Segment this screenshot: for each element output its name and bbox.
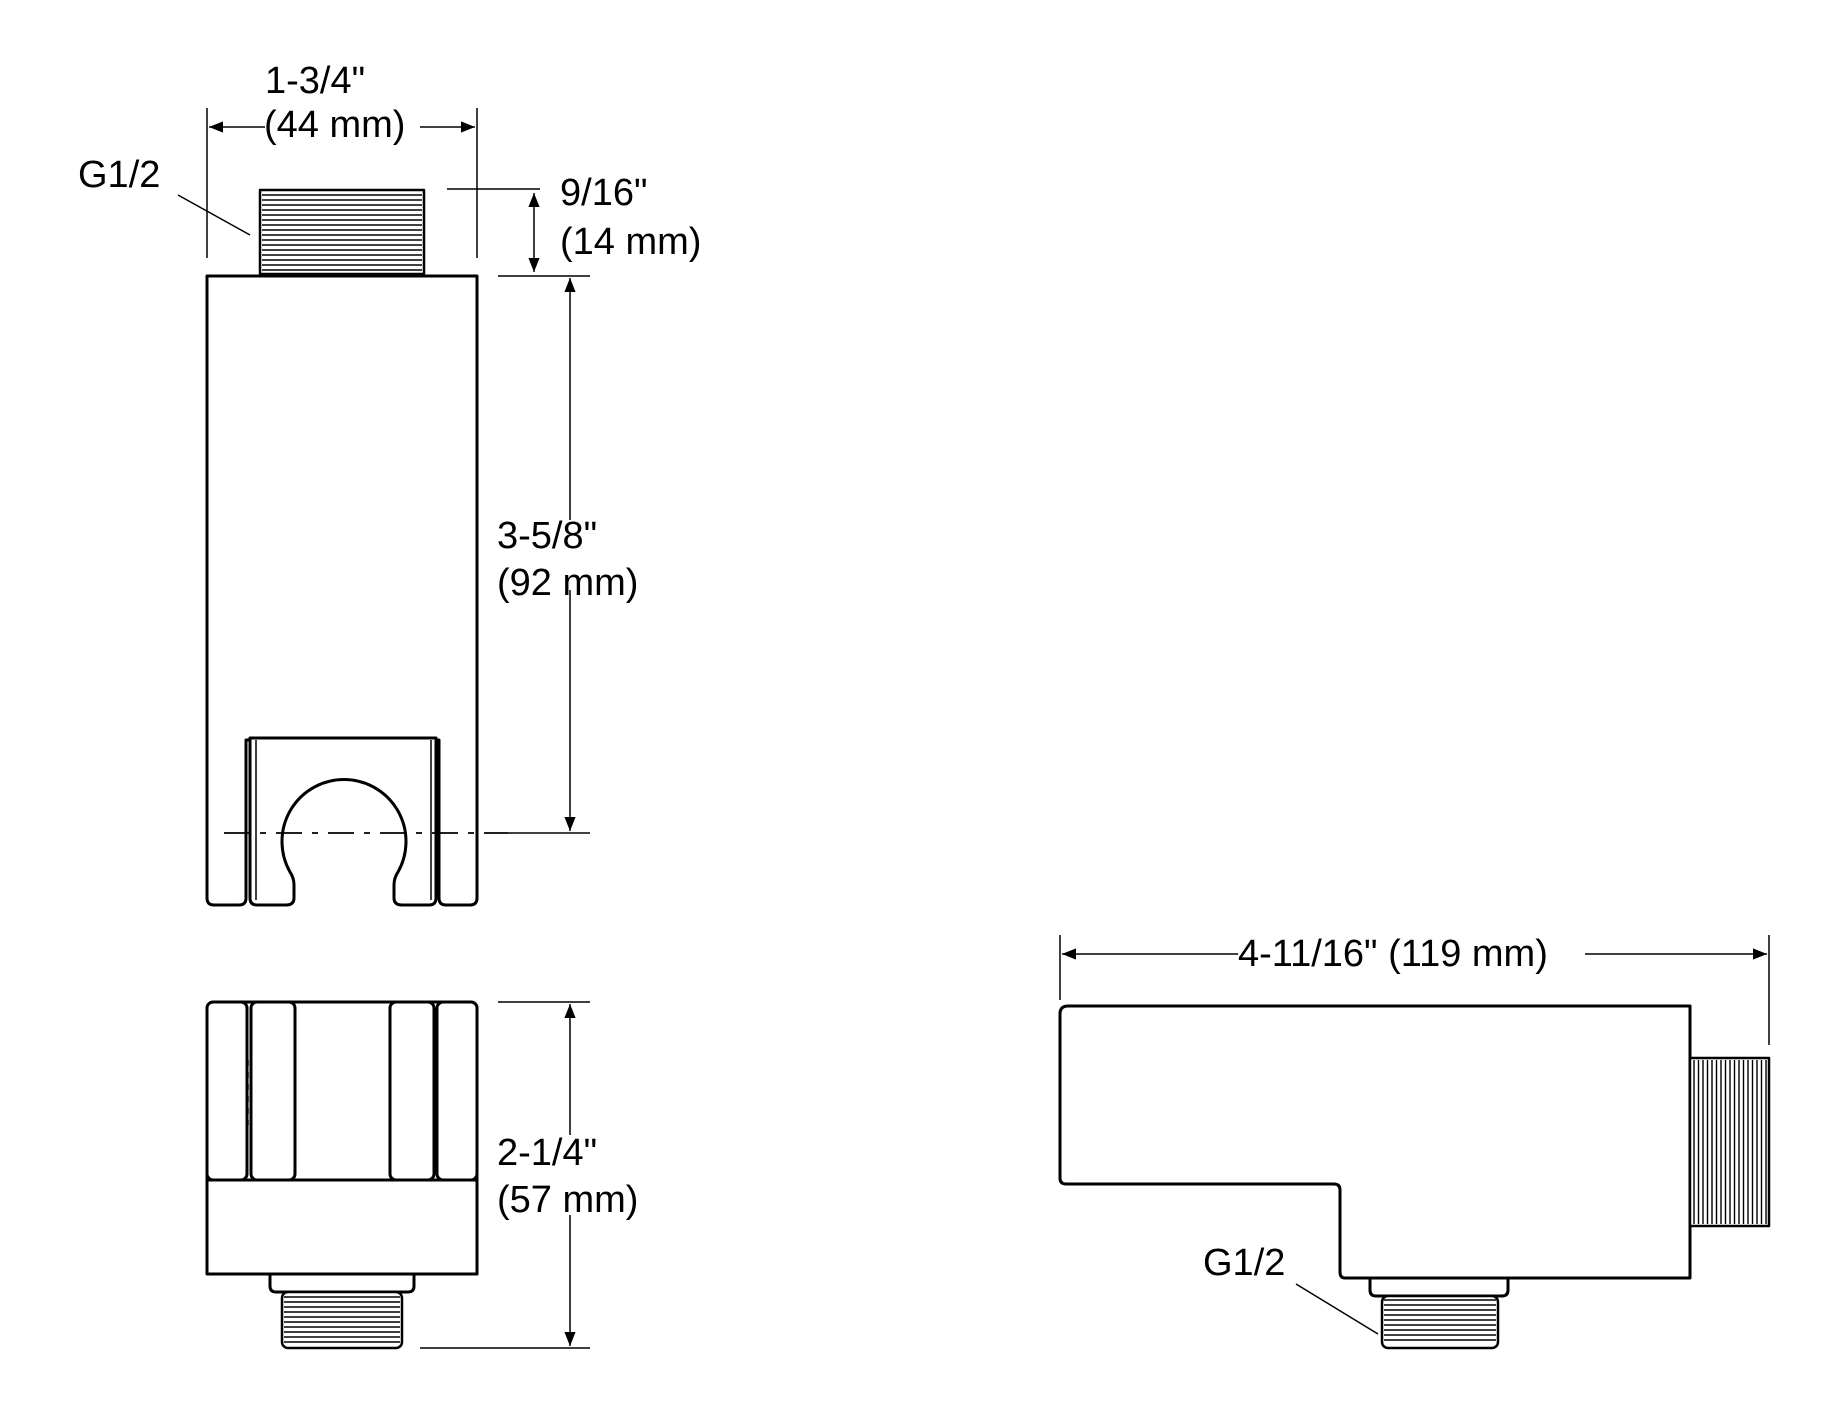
length-label: 4-11/16" (119 mm) bbox=[1238, 933, 1548, 975]
side-bottom-thread-lines bbox=[1384, 1299, 1496, 1341]
side-thread-lines bbox=[1693, 1060, 1767, 1224]
thread-label-front: G1/2 bbox=[78, 154, 160, 196]
bottom-thread-lines bbox=[284, 1296, 400, 1343]
thread-leader bbox=[177, 194, 251, 236]
bottom-height-inches-label: 2-1/4" bbox=[497, 1132, 597, 1174]
bottom-slot-left-outer bbox=[205, 1000, 249, 1182]
body-height-inches-label: 3-5/8" bbox=[497, 515, 597, 557]
holder-body bbox=[205, 274, 479, 907]
bottom-height-mm-label: (57 mm) bbox=[497, 1179, 638, 1221]
width-inches-label: 1-3/4" bbox=[265, 60, 365, 102]
top-thread-lines bbox=[262, 194, 422, 271]
thread-height-inches-label: 9/16" bbox=[560, 172, 647, 214]
thread-label-side: G1/2 bbox=[1203, 1242, 1285, 1284]
body-height-mm-label: (92 mm) bbox=[497, 562, 638, 604]
bottom-slot-left-inner bbox=[249, 1000, 297, 1182]
side-thread-leader bbox=[1295, 1283, 1379, 1335]
side-view: 4-11/16" (119 mm) G1/2 bbox=[1058, 933, 1771, 1350]
bottom-nut bbox=[268, 1272, 416, 1294]
side-body bbox=[1058, 1004, 1692, 1280]
top-thread bbox=[258, 188, 426, 276]
holder-clip bbox=[248, 736, 438, 907]
bottom-slot-right-outer bbox=[435, 1000, 479, 1182]
front-view: 1-3/4" (44 mm) G1/2 9/16" (14 mm) 3-5/8"… bbox=[78, 60, 701, 907]
bottom-thread bbox=[280, 1290, 404, 1350]
bottom-slot-right-inner bbox=[388, 1000, 436, 1182]
bottom-view: 2-1/4" (57 mm) bbox=[205, 1000, 638, 1350]
width-mm-label: (44 mm) bbox=[264, 104, 405, 146]
side-bottom-nut bbox=[1368, 1276, 1510, 1298]
thread-height-mm-label: (14 mm) bbox=[560, 221, 701, 263]
